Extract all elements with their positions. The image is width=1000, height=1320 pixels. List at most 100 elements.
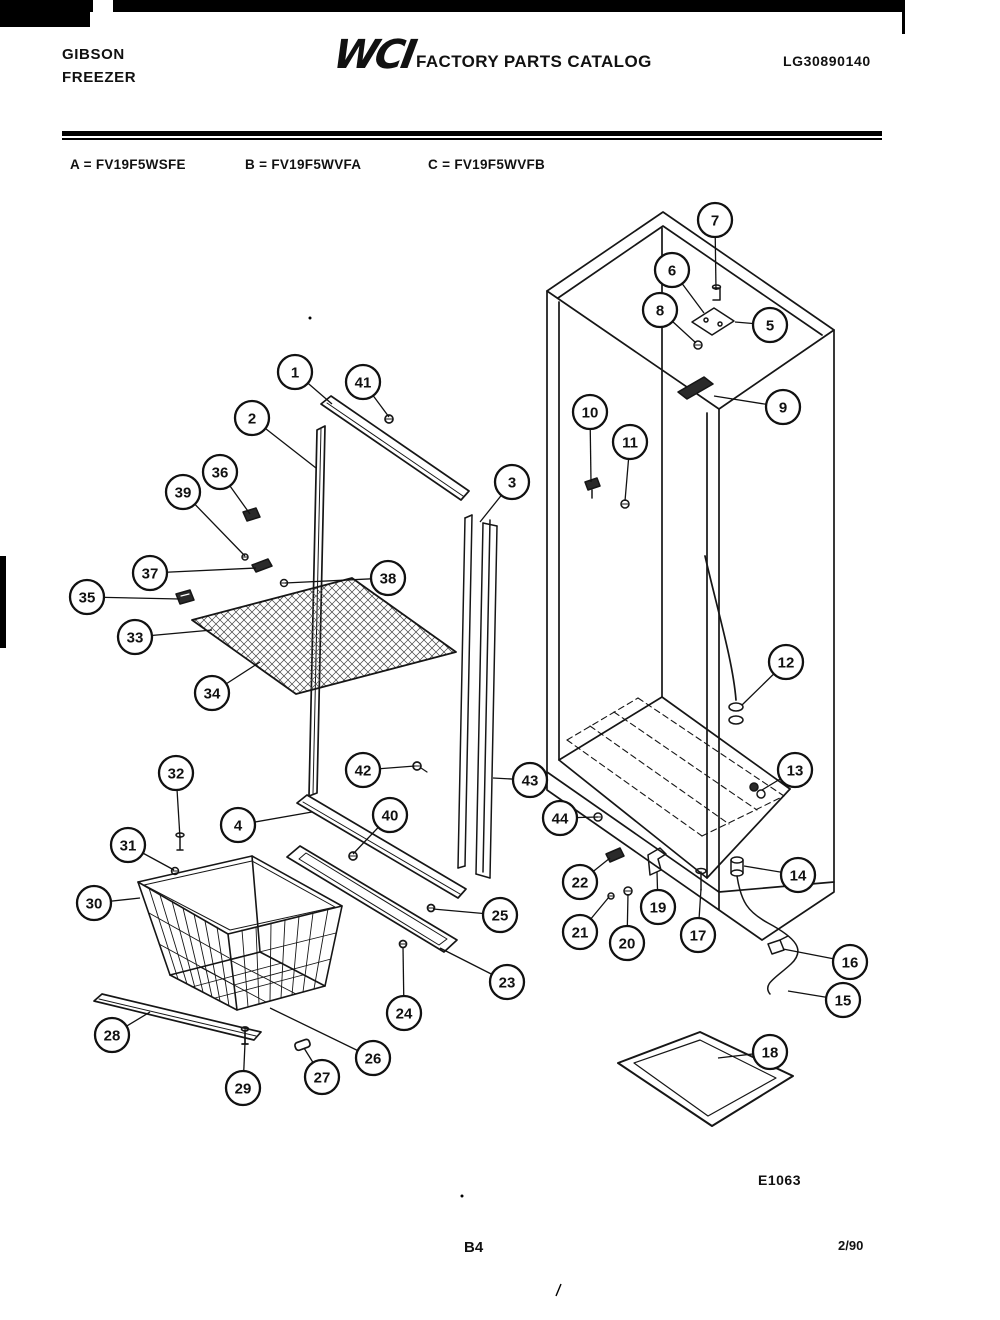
header-rule [62, 131, 882, 140]
model-code-c: C = FV19F5WVFB [428, 157, 546, 172]
svg-text:11: 11 [622, 435, 638, 452]
svg-text:5: 5 [766, 318, 774, 335]
callout-42: 42 [344, 751, 416, 789]
callout-33: 33 [116, 618, 213, 656]
callout-4: 4 [219, 806, 313, 844]
svg-text:1: 1 [291, 365, 299, 382]
date-code: 2/90 [838, 1238, 864, 1253]
callout-20: 20 [608, 893, 646, 962]
callout-27: 27 [303, 1047, 341, 1096]
svg-text:24: 24 [396, 1006, 413, 1023]
callout-layer: 1234567891011121314151617181920212223242… [68, 201, 869, 1107]
svg-text:15: 15 [835, 993, 852, 1010]
callout-12: 12 [741, 643, 805, 706]
bottom-trim-drawing [296, 761, 467, 899]
scan-artifacts [0, 0, 905, 1297]
callout-8: 8 [641, 291, 697, 344]
callout-29: 29 [224, 1042, 262, 1107]
callout-9: 9 [713, 388, 802, 426]
interior-hardware-drawing [584, 477, 766, 799]
svg-text:4: 4 [234, 818, 243, 835]
base-hardware-drawing [593, 812, 799, 995]
callout-28: 28 [93, 1011, 151, 1054]
callout-41: 41 [344, 363, 390, 418]
svg-text:28: 28 [104, 1028, 121, 1045]
callout-3: 3 [479, 463, 531, 523]
callout-34: 34 [193, 661, 261, 712]
callout-17: 17 [679, 888, 717, 954]
callout-10: 10 [571, 393, 609, 483]
callout-31: 31 [109, 826, 175, 871]
svg-text:27: 27 [314, 1070, 331, 1087]
svg-text:22: 22 [572, 875, 589, 892]
callout-7: 7 [696, 201, 734, 291]
brand-line2: FREEZER [62, 68, 137, 86]
svg-text:8: 8 [656, 303, 664, 320]
basket-rail-drawing [93, 993, 311, 1052]
svg-text:18: 18 [762, 1045, 779, 1062]
svg-text:39: 39 [175, 485, 192, 502]
callout-18: 18 [717, 1033, 789, 1071]
drain-pan-drawing [617, 1031, 794, 1127]
svg-text:2: 2 [248, 411, 256, 428]
svg-text:23: 23 [499, 975, 516, 992]
diagram-code: E1063 [758, 1172, 801, 1188]
svg-text:43: 43 [522, 773, 539, 790]
callout-13: 13 [761, 751, 814, 791]
callout-1: 1 [276, 353, 333, 405]
svg-text:41: 41 [355, 375, 372, 392]
callout-40: 40 [352, 796, 409, 855]
callout-25: 25 [432, 896, 519, 934]
page-number: B4 [464, 1239, 484, 1256]
callout-15: 15 [787, 981, 862, 1019]
svg-text:12: 12 [778, 655, 795, 672]
svg-text:7: 7 [711, 213, 719, 230]
callout-36: 36 [201, 453, 251, 515]
brand-line1: GIBSON [62, 46, 125, 63]
catalog-title: FACTORY PARTS CATALOG [416, 52, 652, 71]
callout-35: 35 [68, 578, 181, 616]
svg-text:30: 30 [86, 896, 103, 913]
svg-text:26: 26 [365, 1051, 382, 1068]
callout-30: 30 [75, 884, 141, 922]
wire-basket-drawing [137, 855, 343, 1011]
svg-text:35: 35 [79, 590, 96, 607]
svg-text:38: 38 [380, 571, 397, 588]
door-liner-drawing [286, 845, 458, 953]
callout-39: 39 [164, 473, 246, 557]
svg-text:42: 42 [355, 763, 372, 780]
callout-16: 16 [782, 943, 869, 981]
svg-text:17: 17 [690, 928, 707, 945]
svg-text:14: 14 [790, 868, 807, 885]
svg-text:25: 25 [492, 908, 509, 925]
svg-text:13: 13 [787, 763, 804, 780]
svg-text:44: 44 [552, 811, 569, 828]
breaker-strips-drawing [457, 514, 498, 879]
callout-24: 24 [385, 946, 423, 1032]
top-trim-drawing [320, 395, 470, 501]
model-code-a: A = FV19F5WSFE [70, 157, 186, 172]
callout-22: 22 [561, 857, 611, 901]
cabinet-outline-drawing [546, 211, 835, 941]
svg-text:21: 21 [572, 925, 589, 942]
callout-43: 43 [492, 761, 549, 799]
callout-6: 6 [653, 251, 705, 314]
svg-text:19: 19 [650, 900, 667, 917]
callout-44: 44 [541, 799, 599, 837]
callout-14: 14 [743, 856, 817, 894]
callout-11: 11 [611, 423, 649, 502]
svg-text:16: 16 [842, 955, 859, 972]
callout-37: 37 [131, 554, 257, 592]
svg-text:36: 36 [212, 465, 229, 482]
hinge-hardware-drawing [677, 284, 735, 400]
document-number: LG30890140 [783, 53, 871, 69]
callout-38: 38 [284, 559, 407, 597]
callout-5: 5 [734, 306, 789, 344]
svg-text:20: 20 [619, 936, 636, 953]
svg-text:32: 32 [168, 766, 185, 783]
callout-23: 23 [439, 947, 526, 1001]
svg-text:10: 10 [582, 405, 599, 422]
callout-2: 2 [233, 399, 317, 469]
svg-text:33: 33 [127, 630, 144, 647]
